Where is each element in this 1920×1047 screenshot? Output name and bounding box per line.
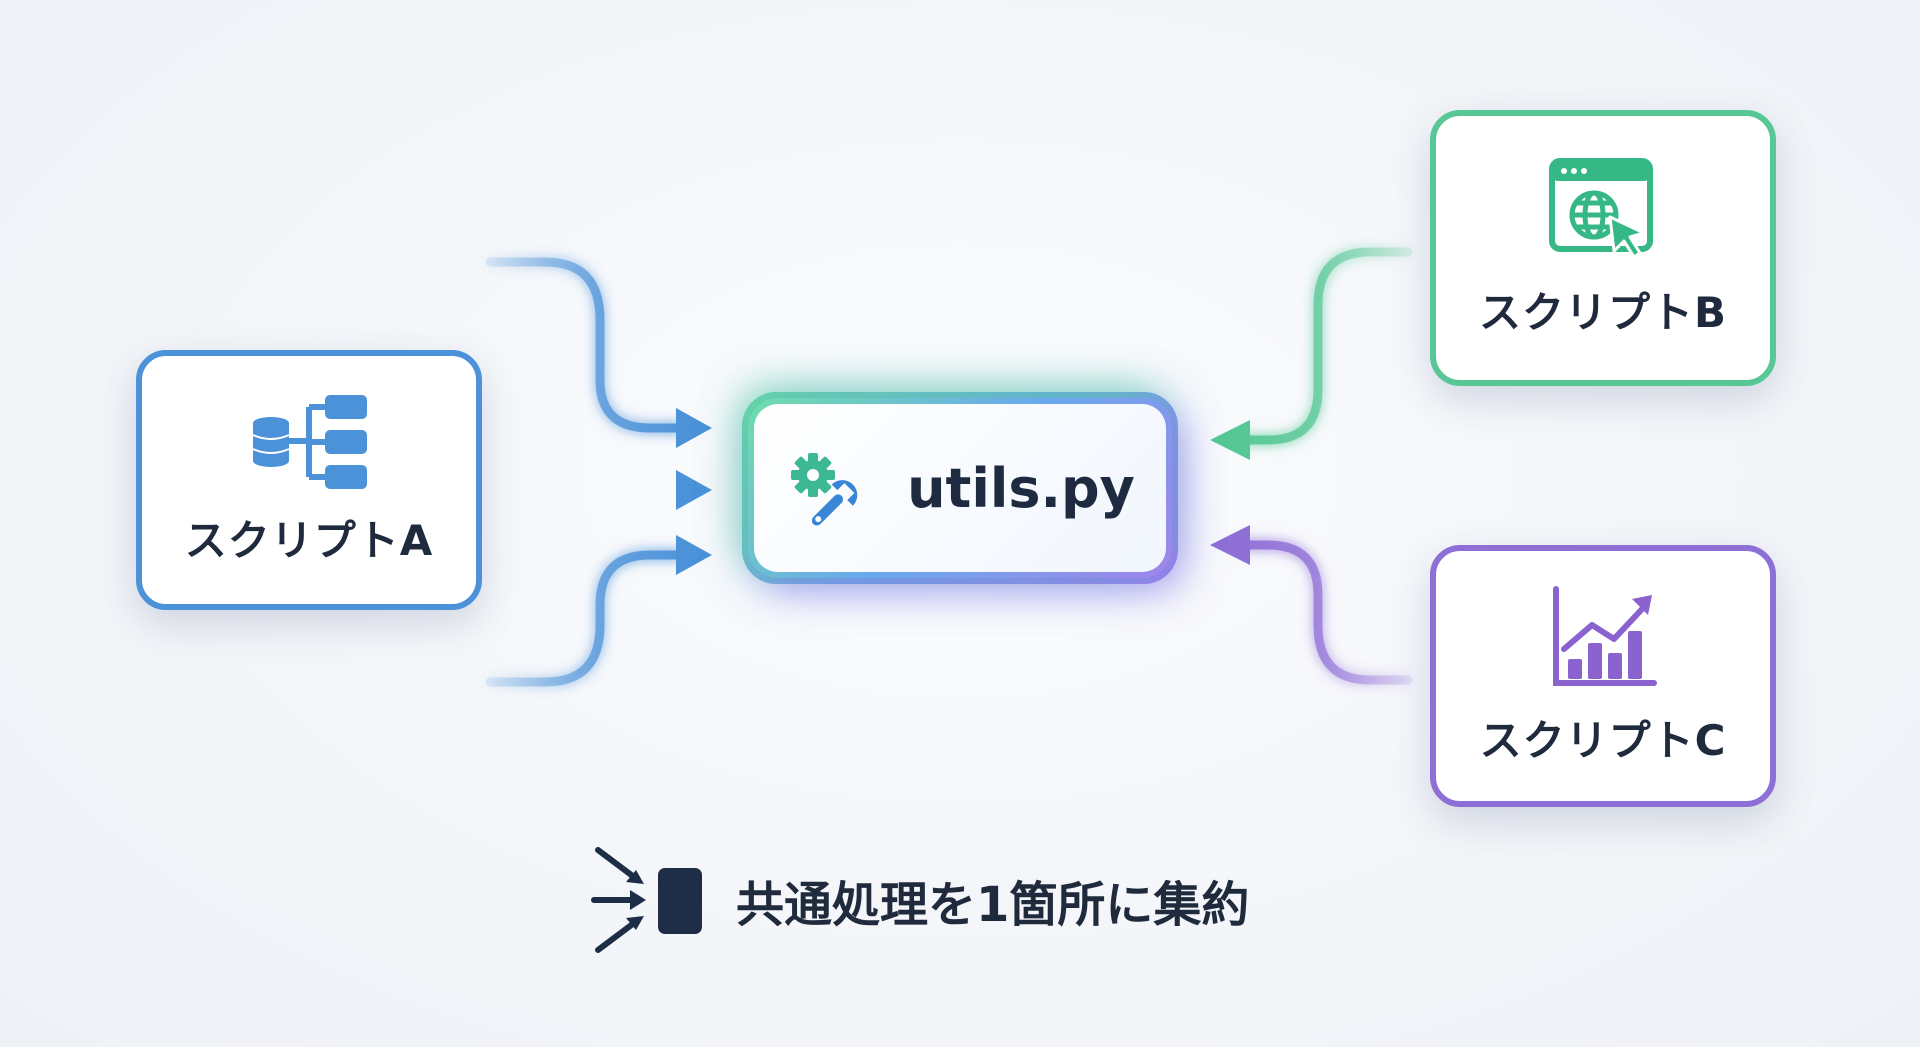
bar-chart-growth-icon [1553,585,1657,686]
script-c-label: スクリプトC [1479,715,1727,765]
database-hierarchy-icon [252,394,367,489]
converge-arrows-icon [591,847,702,953]
arrow-c [1240,540,1413,685]
arrowhead-b [1210,420,1250,460]
utils-title: utils.py [907,456,1135,520]
arrowhead-a-bot [676,535,712,575]
script-c-box: スクリプトC [1430,545,1776,807]
arrow-a-top [485,257,683,433]
browser-globe-cursor-icon [1549,157,1653,258]
gear-wrench-icon [791,453,858,526]
footer-caption: 共通処理を1箇所に集約 [590,845,1249,955]
arrowhead-a-mid [676,470,712,510]
arrow-b [1240,247,1413,445]
utils-box: utils.py [748,398,1172,578]
arrowhead-a-top [676,408,712,448]
script-b-label: スクリプトB [1478,287,1727,337]
script-b-box: スクリプトB [1430,110,1776,386]
script-a-label: スクリプトA [184,515,434,565]
arrow-a-bot [485,550,683,687]
arrowhead-c [1210,525,1250,565]
script-a-box: スクリプトA [136,350,482,610]
footer-text: 共通処理を1箇所に集約 [736,877,1250,933]
